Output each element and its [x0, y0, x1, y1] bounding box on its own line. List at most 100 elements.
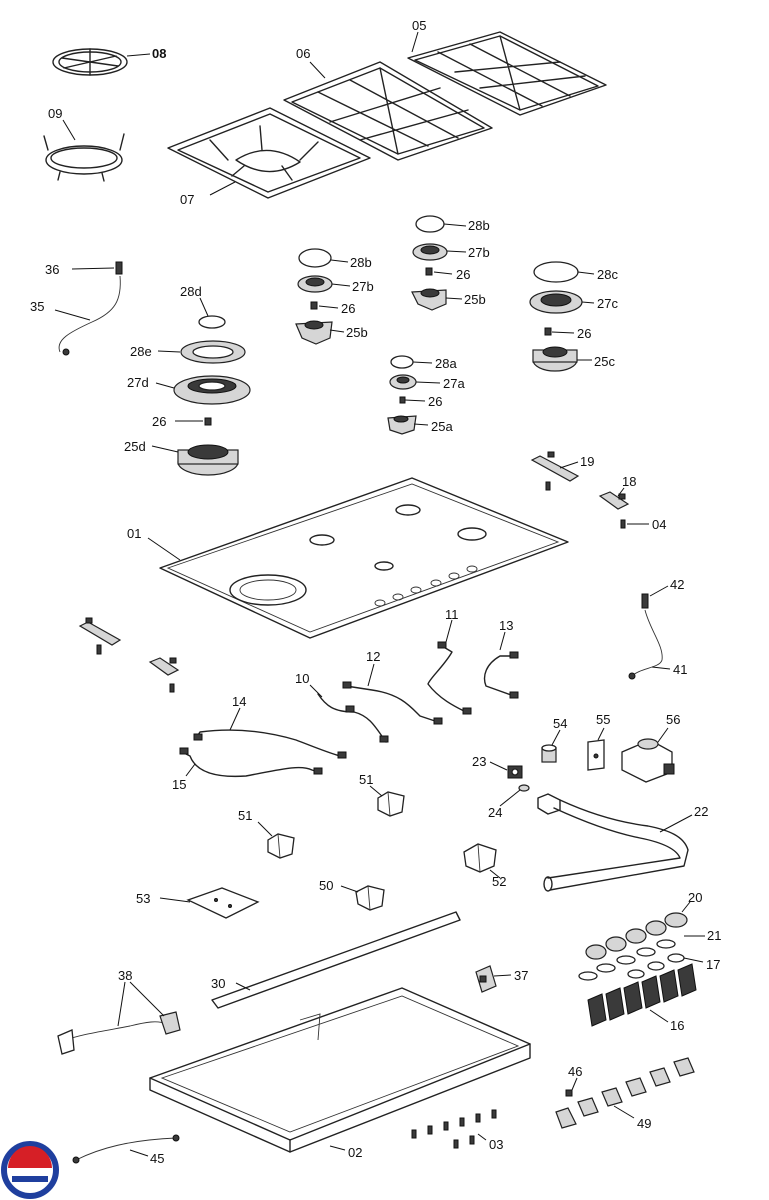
burner-group-a — [387, 355, 417, 435]
logo-red-half — [8, 1146, 52, 1168]
label-26-right: 26 — [577, 326, 591, 341]
label-28c: 28c — [597, 267, 618, 282]
label-27b-left: 27b — [352, 279, 374, 294]
part-35-36-thermocouple — [58, 261, 123, 356]
label-30: 30 — [211, 976, 225, 991]
part-24-washer — [518, 784, 530, 792]
part-14-gas-tube — [193, 729, 347, 759]
label-28b-upper: 28b — [468, 218, 490, 233]
label-28b-left: 28b — [350, 255, 372, 270]
label-25a: 25a — [431, 419, 453, 434]
burner-group-b-upper — [411, 215, 448, 311]
label-01: 01 — [127, 526, 141, 541]
label-11: 11 — [445, 607, 459, 622]
part-38-power-cord — [57, 1011, 181, 1055]
label-26-big: 26 — [152, 414, 166, 429]
label-25d: 25d — [124, 439, 146, 454]
part-54-fitting — [541, 744, 557, 763]
part-03-screws — [411, 1109, 497, 1149]
label-03: 03 — [489, 1137, 503, 1152]
part-56-regulator — [621, 738, 675, 783]
label-26-upper: 26 — [456, 267, 470, 282]
part-13-gas-tube — [483, 651, 519, 699]
part-08-wok-ring — [52, 48, 128, 76]
part-02-base-tray — [149, 987, 531, 1153]
label-56: 56 — [666, 712, 680, 727]
label-25b-upper: 25b — [464, 292, 486, 307]
label-42: 42 — [670, 577, 684, 592]
label-02: 02 — [348, 1145, 362, 1160]
part-45-cable — [72, 1134, 180, 1164]
part-55-plate — [587, 739, 605, 771]
part-20-knobs — [578, 912, 688, 981]
label-16: 16 — [670, 1018, 684, 1033]
label-37: 37 — [514, 968, 528, 983]
label-27b-upper: 27b — [468, 245, 490, 260]
part-22-gas-ramp — [537, 793, 689, 892]
label-21: 21 — [707, 928, 721, 943]
part-06-pan-support — [283, 61, 493, 161]
brand-logo — [1, 1141, 59, 1199]
label-14: 14 — [232, 694, 246, 709]
label-55: 55 — [596, 712, 610, 727]
part-50-bracket — [355, 885, 385, 911]
label-18: 18 — [622, 474, 636, 489]
label-41: 41 — [673, 662, 687, 677]
part-52-bracket — [463, 843, 497, 873]
part-51-bracket-a — [377, 791, 405, 817]
burner-group-c — [529, 261, 583, 372]
label-19: 19 — [580, 454, 594, 469]
label-28d: 28d — [180, 284, 202, 299]
label-06: 06 — [296, 46, 310, 61]
part-23-elbow — [507, 765, 523, 779]
label-15: 15 — [172, 777, 186, 792]
part-18-ignitor — [598, 491, 630, 529]
part-51-bracket-b — [267, 833, 295, 859]
burner-group-b-left — [295, 248, 333, 345]
label-49: 49 — [637, 1116, 651, 1131]
label-07: 07 — [180, 192, 194, 207]
label-17: 17 — [706, 957, 720, 972]
label-28a: 28a — [435, 356, 457, 371]
part-30-rail — [211, 911, 461, 1009]
part-07-pan-support — [167, 107, 371, 199]
label-25b-left: 25b — [346, 325, 368, 340]
label-51-b: 51 — [238, 808, 252, 823]
part-53-plate — [186, 887, 260, 919]
label-12: 12 — [366, 649, 380, 664]
burner-group-d — [173, 315, 251, 476]
part-46-49-valve-clips — [555, 1057, 695, 1129]
label-50: 50 — [319, 878, 333, 893]
label-09: 09 — [48, 106, 62, 121]
part-ignitor-spare-left — [78, 617, 180, 693]
part-11-gas-tube — [427, 641, 472, 715]
label-27c: 27c — [597, 296, 618, 311]
label-51-a: 51 — [359, 772, 373, 787]
label-04: 04 — [652, 517, 666, 532]
part-09-wok-support — [43, 133, 125, 182]
label-22: 22 — [694, 804, 708, 819]
part-19-ignitor — [530, 451, 580, 491]
label-46: 46 — [568, 1064, 582, 1079]
label-24: 24 — [488, 805, 502, 820]
label-08: 08 — [152, 46, 166, 61]
part-16-valves — [587, 963, 697, 1027]
label-05: 05 — [412, 18, 426, 33]
label-38: 38 — [118, 968, 132, 983]
label-53: 53 — [136, 891, 150, 906]
label-23: 23 — [472, 754, 486, 769]
label-10: 10 — [295, 671, 309, 686]
label-20: 20 — [688, 890, 702, 905]
label-36: 36 — [45, 262, 59, 277]
part-41-42-thermocouple — [628, 593, 663, 680]
label-26-centre: 26 — [428, 394, 442, 409]
label-27a: 27a — [443, 376, 465, 391]
label-27d: 27d — [127, 375, 149, 390]
part-01-cooktop-top — [159, 477, 569, 639]
label-45: 45 — [150, 1151, 164, 1166]
logo-blue-bar — [12, 1176, 48, 1182]
part-15-gas-tube — [179, 747, 323, 778]
part-12-gas-tube — [342, 681, 443, 725]
part-05-pan-support — [407, 31, 607, 116]
